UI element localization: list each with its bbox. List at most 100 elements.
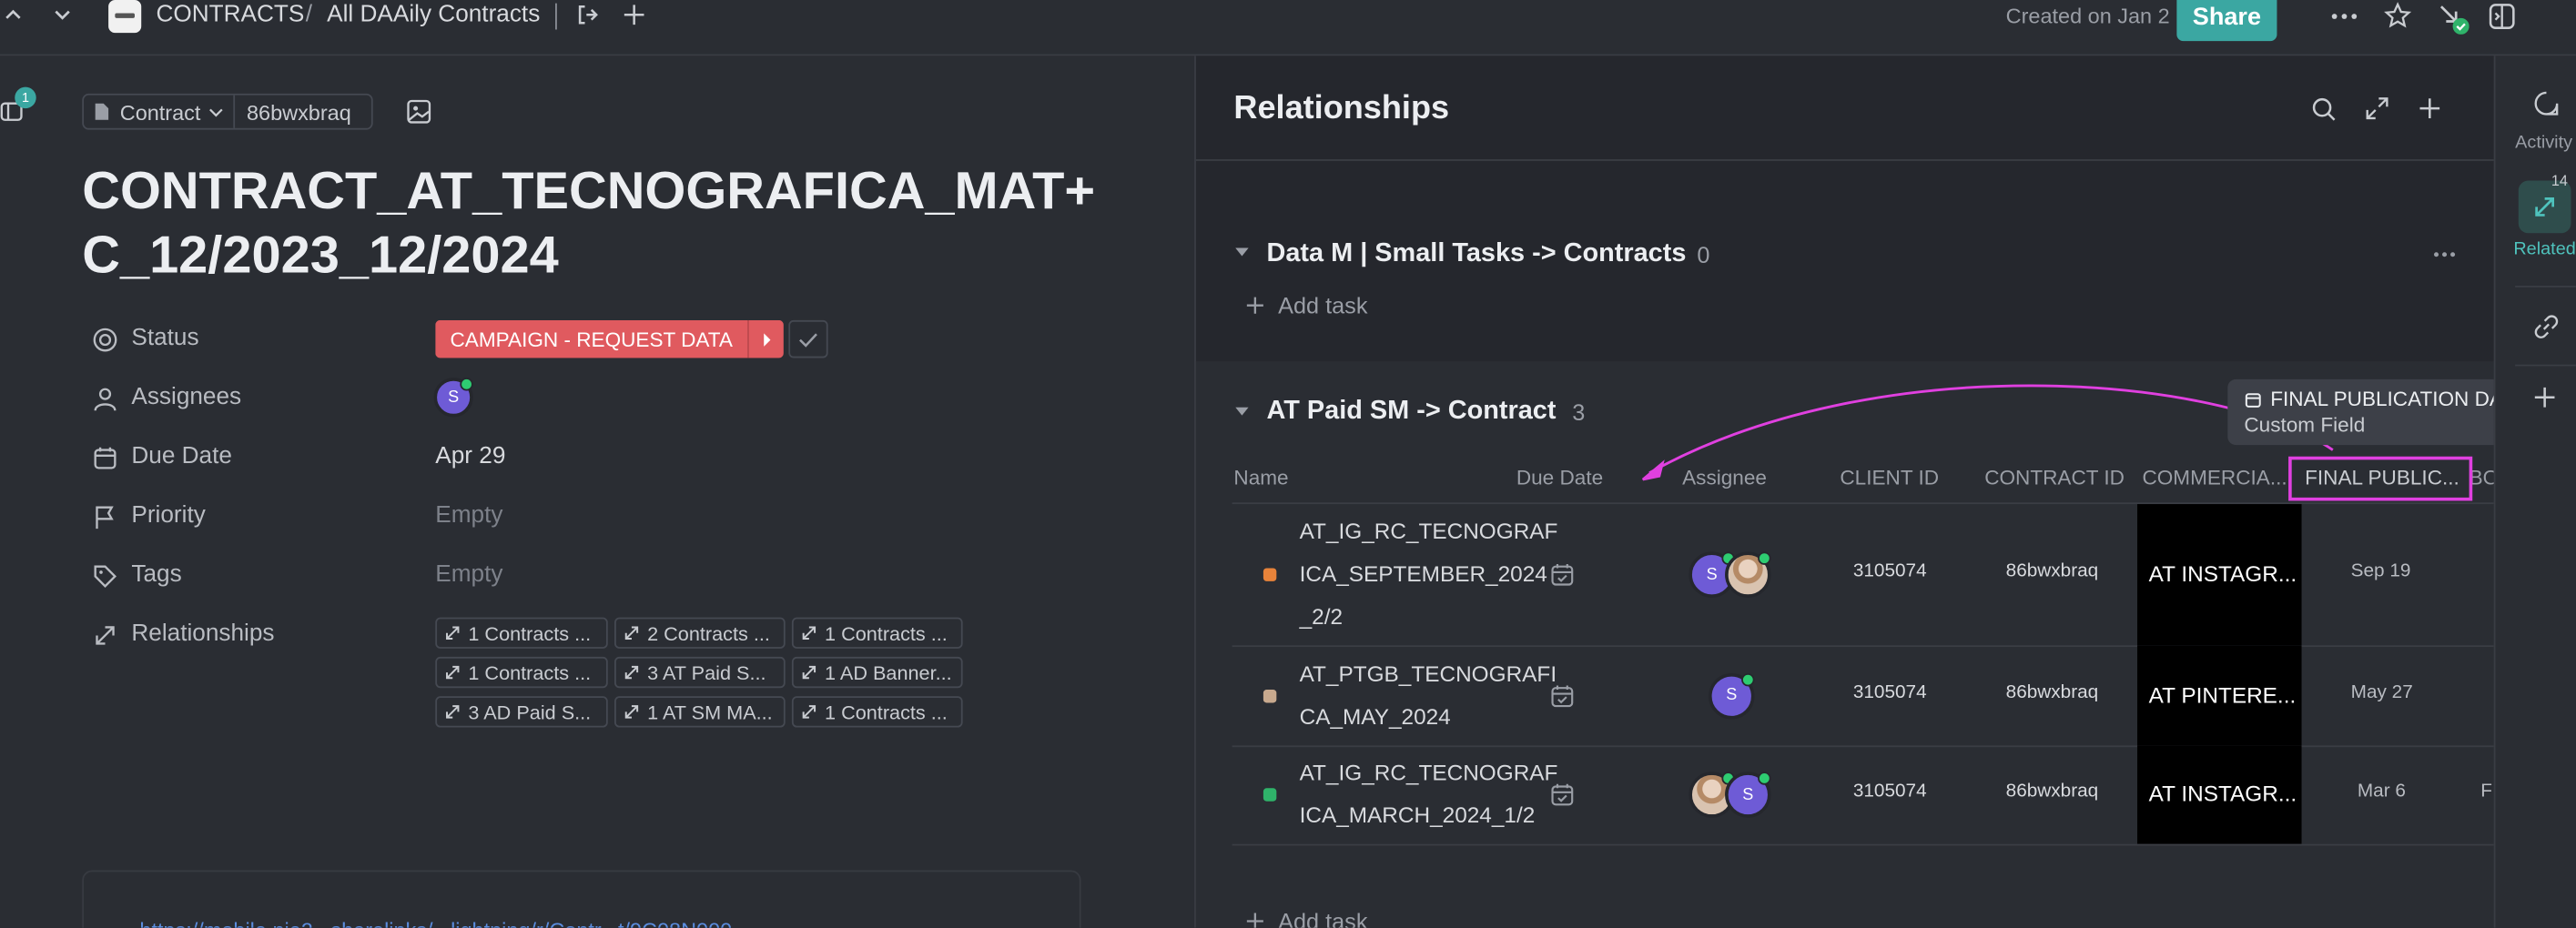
chevron-down-icon[interactable]: [51, 0, 74, 29]
section-title[interactable]: Data M | Small Tasks -> Contracts: [1266, 239, 1687, 268]
contract-id-cell[interactable]: 86bwxbraq: [2005, 681, 2099, 702]
relationship-chip[interactable]: 1 AT SM MA...: [614, 696, 786, 728]
task-type-id-pill: Contract 86bwxbraq: [82, 93, 373, 130]
add-task-button[interactable]: Add task: [1245, 908, 1367, 928]
activity-label[interactable]: Activity: [2515, 133, 2573, 153]
plus-icon[interactable]: [621, 2, 647, 28]
avatar[interactable]: S: [1725, 772, 1771, 818]
column-header-commercial[interactable]: COMMERCIA...: [2142, 466, 2287, 489]
client-id-cell[interactable]: 3105074: [1852, 561, 1927, 581]
avatar-initial: S: [1726, 686, 1738, 705]
description-link[interactable]: https://mobile.nie2...sharelinks/...ligh…: [139, 918, 749, 928]
client-id-cell[interactable]: 3105074: [1852, 782, 1927, 802]
task-id[interactable]: 86bwxbraq: [246, 99, 351, 125]
relationship-chip[interactable]: 3 AD Paid S...: [435, 696, 608, 728]
search-icon[interactable]: [2310, 96, 2337, 122]
activity-icon[interactable]: [2531, 88, 2561, 117]
commercial-cell[interactable]: AT PINTERE...: [2148, 681, 2297, 707]
notification-badge: 1: [15, 86, 36, 109]
commercial-cell[interactable]: AT INSTAGR...: [2148, 782, 2297, 807]
subtask-check-icon[interactable]: [2435, 0, 2471, 36]
task-type-selector[interactable]: Contract: [84, 95, 236, 128]
relationship-chip[interactable]: 1 Contracts ...: [435, 617, 608, 649]
description-box[interactable]: https://mobile.nie2...sharelinks/...ligh…: [82, 870, 1081, 928]
collapse-caret-icon[interactable]: [1233, 245, 1250, 261]
calendar-icon[interactable]: [1549, 782, 1576, 816]
task-status-square[interactable]: [1263, 689, 1277, 702]
more-options-icon[interactable]: [2329, 2, 2358, 31]
next-status-icon[interactable]: [747, 319, 784, 358]
star-icon[interactable]: [2382, 0, 2411, 29]
final-publication-cell[interactable]: Sep 19: [2350, 561, 2411, 581]
add-task-label: Add task: [1278, 292, 1368, 319]
add-relationship-icon[interactable]: [2417, 96, 2443, 122]
calendar-icon: [2245, 393, 2261, 408]
task-name-line: CA_MAY_2024: [1299, 703, 1451, 729]
contract-id-cell[interactable]: 86bwxbraq: [2005, 561, 2099, 581]
relationships-label: Relationships: [131, 620, 275, 648]
collapse-caret-icon[interactable]: [1233, 404, 1250, 420]
task-status-square[interactable]: [1263, 568, 1277, 581]
task-title[interactable]: CONTRACT_AT_TECNOGRAFICA_MAT+ C_12/2023_…: [82, 159, 1095, 287]
top-bar: CONTRACTS / All DAAily Contracts Created…: [0, 0, 2576, 56]
relationship-chip-label: 3 AD Paid S...: [468, 700, 592, 724]
section-title[interactable]: AT Paid SM -> Contract: [1266, 397, 1557, 426]
expand-icon[interactable]: [2364, 96, 2390, 122]
plus-icon: [1246, 297, 1263, 314]
avatar[interactable]: S: [433, 378, 473, 418]
task-name-line: _2/2: [1299, 604, 1344, 630]
breadcrumb-view[interactable]: All DAAily Contracts: [327, 1, 541, 28]
relationship-chip[interactable]: 3 AT Paid S...: [614, 656, 786, 689]
move-icon[interactable]: [575, 2, 602, 28]
relationship-chip[interactable]: 1 AD Banner...: [791, 656, 963, 689]
column-header-assignee[interactable]: Assignee: [1682, 466, 1767, 489]
related-button[interactable]: [2518, 180, 2571, 234]
due-date-value[interactable]: Apr 29: [435, 443, 506, 470]
relationship-chip[interactable]: 1 Contracts ...: [791, 696, 963, 728]
avatar[interactable]: [1725, 551, 1771, 598]
final-publication-cell[interactable]: Mar 6: [2357, 782, 2406, 802]
bo-cell[interactable]: F: [2480, 782, 2492, 802]
status-badge[interactable]: CAMPAIGN - REQUEST DATA: [435, 319, 784, 358]
relationship-chip[interactable]: 1 Contracts ...: [791, 617, 963, 649]
relationship-chip-label: 1 AD Banner...: [825, 661, 952, 684]
divider: [2515, 286, 2576, 287]
more-options-icon[interactable]: [2431, 249, 2458, 259]
plus-icon[interactable]: [2531, 384, 2558, 410]
relationship-chip[interactable]: 2 Contracts ...: [614, 617, 786, 649]
avatar[interactable]: S: [1708, 672, 1755, 719]
column-header-name[interactable]: Name: [1233, 466, 1289, 489]
online-status-dot: [1758, 551, 1771, 565]
column-header-final-publication[interactable]: FINAL PUBLIC...: [2305, 466, 2459, 489]
relationship-chip[interactable]: 1 Contracts ...: [435, 656, 608, 689]
calendar-icon[interactable]: [1549, 561, 1576, 596]
task-status-square[interactable]: [1263, 788, 1277, 802]
collapse-panel-icon[interactable]: [2486, 0, 2519, 33]
complete-check-button[interactable]: [788, 319, 828, 358]
contract-id-cell[interactable]: 86bwxbraq: [2005, 782, 2099, 802]
tags-value[interactable]: Empty: [435, 561, 503, 589]
final-publication-cell[interactable]: May 27: [2350, 681, 2413, 702]
column-header-contract-id[interactable]: CONTRACT ID: [1984, 466, 2125, 489]
client-id-cell[interactable]: 3105074: [1852, 681, 1927, 702]
breadcrumb-workspace[interactable]: CONTRACTS: [156, 1, 305, 28]
priority-value[interactable]: Empty: [435, 502, 503, 530]
chevron-up-icon[interactable]: [4, 0, 24, 29]
link-icon[interactable]: [2531, 312, 2561, 341]
column-header-due-date[interactable]: Due Date: [1516, 466, 1604, 489]
task-title-line: C_12/2023_12/2024: [82, 225, 559, 285]
column-header-client-id[interactable]: CLIENT ID: [1840, 466, 1940, 489]
status-label: Status: [131, 325, 199, 352]
cover-image-icon[interactable]: [404, 96, 433, 126]
sidebar-toggle-icon[interactable]: [0, 98, 23, 125]
related-label[interactable]: Related: [2513, 239, 2576, 260]
add-task-button[interactable]: Add task: [1245, 292, 1367, 318]
commercial-cell[interactable]: AT INSTAGR...: [2148, 561, 2297, 587]
share-button[interactable]: Share: [2176, 0, 2277, 42]
relationship-icon: [624, 665, 639, 680]
calendar-icon[interactable]: [1549, 682, 1576, 717]
calendar-icon: [92, 445, 118, 471]
